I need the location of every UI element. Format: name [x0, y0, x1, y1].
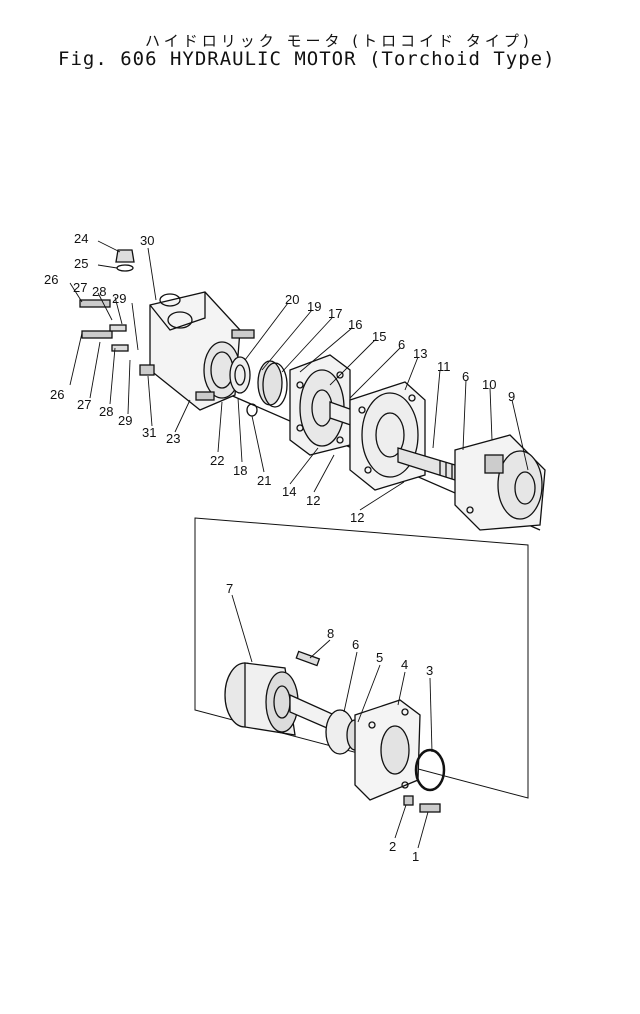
seal-bearing-stack [229, 356, 288, 417]
callout-2: 2 [389, 839, 397, 854]
callout-4: 4 [401, 657, 409, 672]
callout-30: 30 [140, 233, 155, 248]
callout-15: 15 [372, 329, 387, 344]
o-ring [414, 748, 446, 792]
callout-26-lower: 26 [50, 387, 65, 402]
valve-housing [139, 291, 255, 411]
assembly-bracket [194, 517, 529, 799]
callout-31: 31 [142, 425, 157, 440]
figure-title-english: Fig. 606 HYDRAULIC MOTOR (Torchoid Type) [58, 48, 556, 70]
callout-6-lower: 6 [352, 637, 360, 652]
callout-8: 8 [327, 626, 335, 641]
callout-17: 17 [328, 306, 343, 321]
callout-12-left: 12 [306, 493, 321, 508]
callout-12-right: 12 [350, 510, 365, 525]
callout-24: 24 [74, 231, 89, 246]
callout-10: 10 [482, 377, 497, 392]
callout-leader-lines [69, 240, 529, 849]
callout-9: 9 [508, 389, 516, 404]
bearing-cartridge [224, 662, 299, 736]
callout-3: 3 [426, 663, 434, 678]
callout-29-lower: 29 [118, 413, 133, 428]
callout-27-upper: 27 [73, 280, 88, 295]
end-plate [289, 354, 351, 456]
callout-13: 13 [413, 346, 428, 361]
callout-20: 20 [285, 292, 300, 307]
callout-28-upper: 28 [92, 284, 107, 299]
callout-25: 25 [74, 256, 89, 271]
mounting-flange [354, 699, 421, 801]
figure-title-japanese: ハイドロリック モータ (トロコイド タイプ) [145, 32, 533, 50]
callout-22: 22 [210, 453, 225, 468]
mounting-bolts [79, 299, 129, 352]
callout-1: 1 [412, 849, 420, 864]
plug [115, 249, 135, 272]
callout-27-lower: 27 [77, 397, 92, 412]
callout-6-upper-right: 6 [462, 369, 470, 384]
callout-29-upper: 29 [112, 291, 127, 306]
callout-16: 16 [348, 317, 363, 332]
callout-14: 14 [282, 484, 297, 499]
callout-23: 23 [166, 431, 181, 446]
callout-7: 7 [226, 581, 234, 596]
shaft-key [295, 650, 321, 667]
callout-28-lower: 28 [99, 404, 114, 419]
end-cover [454, 434, 546, 531]
callout-19: 19 [307, 299, 322, 314]
callout-5: 5 [376, 650, 384, 665]
callout-6-upper-left: 6 [398, 337, 406, 352]
bolt [419, 803, 441, 813]
callout-21: 21 [257, 473, 272, 488]
nut [403, 795, 414, 806]
callout-26-upper: 26 [44, 272, 59, 287]
gerotor-set [349, 381, 426, 491]
callout-11: 11 [437, 359, 451, 374]
callout-18: 18 [233, 463, 248, 478]
